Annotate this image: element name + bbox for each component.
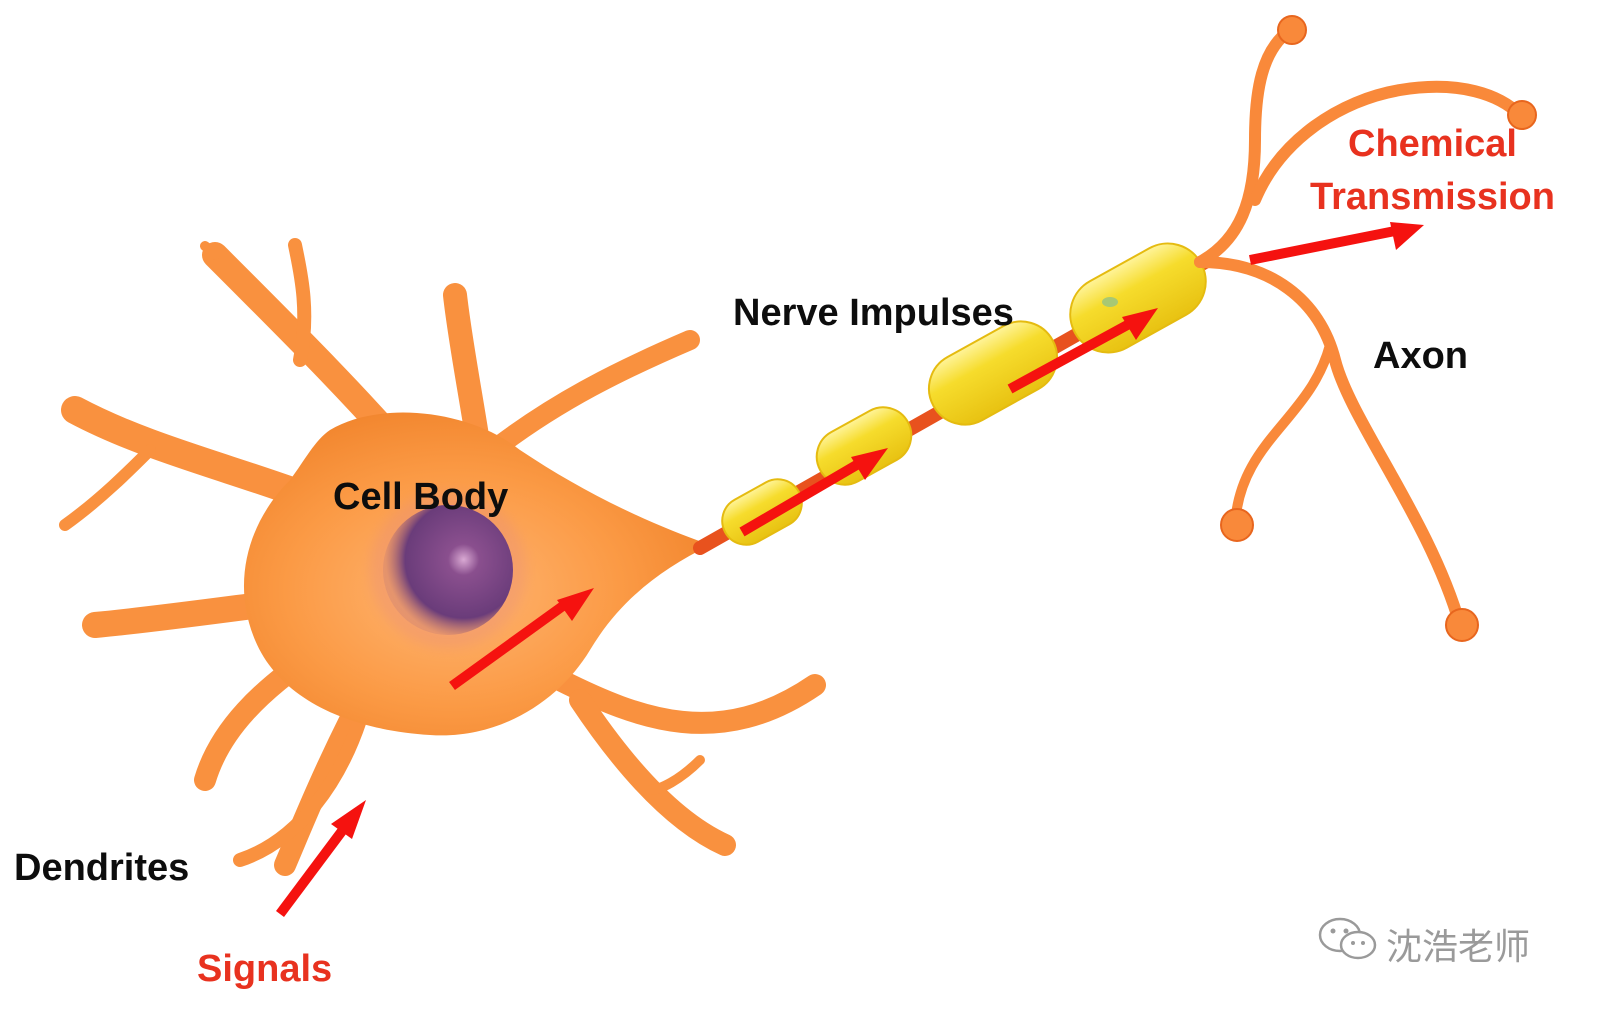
dendrites-label: Dendrites (14, 847, 190, 889)
terminal-boutons (1220, 15, 1537, 642)
signals-label: Signals (197, 948, 333, 990)
axon-terminals (1194, 24, 1526, 631)
arrow-cell-body (449, 598, 570, 691)
arrow-impulse-2 (1007, 318, 1134, 394)
wechat-icon (1318, 915, 1378, 972)
cell-body-label: Cell Body (333, 476, 509, 518)
arrow-impulse-1 (739, 458, 863, 537)
signal-arrows (275, 222, 1424, 917)
chemical-line: Chemical (1348, 123, 1517, 165)
arrow-signals (275, 820, 353, 917)
myelin-sheath (721, 242, 1207, 546)
chemical-transmission-label: Chemical Transmission (1310, 118, 1555, 224)
transmission-line: Transmission (1310, 176, 1555, 219)
nerve-impulses-label: Nerve Impulses (733, 292, 1014, 334)
arrow-chemical (1249, 226, 1396, 265)
axon-label: Axon (1373, 335, 1468, 377)
watermark: 沈浩老师 (1318, 915, 1530, 972)
nucleus (370, 492, 526, 648)
watermark-text: 沈浩老师 (1386, 926, 1531, 968)
